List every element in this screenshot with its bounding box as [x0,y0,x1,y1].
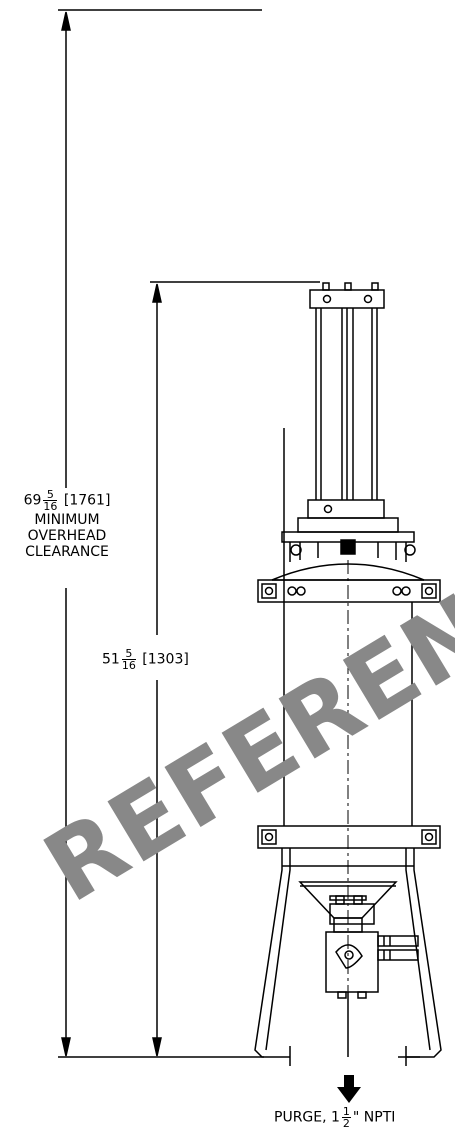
discharge-cone-and-valve [298,881,419,1057]
overall-height-whole: 69 [23,492,42,509]
clearance-note-line3: CLEARANCE [25,544,109,560]
unit-height-metric: [1303] [142,651,189,668]
overall-height-denominator: 16 [43,500,58,513]
purge-label-prefix: PURGE, 1 [274,1109,340,1126]
clearance-note-line1: MINIMUM [34,512,100,528]
overall-height-metric: [1761] [63,492,111,509]
cylinder-assembly [271,282,425,581]
overall-height-numerator: 5 [43,489,58,501]
unit-height-numerator: 5 [121,648,136,660]
purge-size-numerator: 1 [341,1105,351,1118]
unit-height-whole: 51 [102,651,120,668]
purge-size-denominator: 2 [342,1117,350,1130]
unit-height-denominator: 16 [121,659,136,672]
unit-height-dimension-line [150,281,320,1057]
purge-label-suffix: " NPTI [352,1109,396,1126]
clearance-note-line2: OVERHEAD [27,528,107,544]
down-arrow-icon [337,1075,361,1103]
overall-height-dimension-line [58,9,262,1057]
support-legs [254,848,442,1066]
